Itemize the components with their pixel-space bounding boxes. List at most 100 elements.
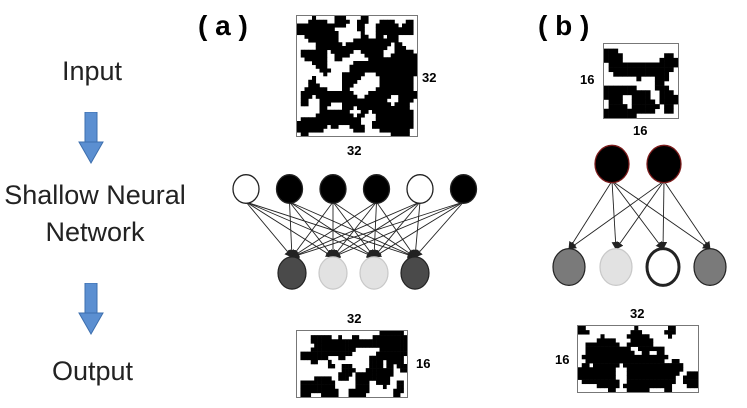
pattern-pixel bbox=[321, 380, 325, 385]
pattern-pixel bbox=[613, 62, 619, 68]
pattern-pixel bbox=[338, 117, 343, 122]
pattern-pixel bbox=[398, 76, 403, 81]
pattern-pixel bbox=[303, 392, 308, 397]
pattern-pixel bbox=[341, 355, 346, 361]
pattern-pixel bbox=[372, 68, 377, 73]
pattern-pixel bbox=[405, 76, 410, 81]
pattern-pixel bbox=[338, 42, 343, 47]
pattern-pixel bbox=[368, 106, 373, 111]
pattern-pixel bbox=[396, 331, 401, 336]
pattern-pixel bbox=[593, 350, 598, 356]
pattern-pixel bbox=[402, 49, 407, 54]
pattern-pixel bbox=[645, 71, 651, 77]
pattern-pixel bbox=[342, 109, 347, 114]
pattern-pixel bbox=[379, 19, 384, 24]
pattern-pixel bbox=[389, 339, 394, 344]
pattern-pixel bbox=[600, 359, 605, 364]
pattern-pixel bbox=[656, 354, 661, 360]
pattern-pixel bbox=[348, 388, 353, 394]
pattern-pixel bbox=[641, 367, 646, 372]
pattern-pixel bbox=[617, 85, 623, 91]
pattern-pixel bbox=[611, 354, 616, 360]
pattern-pixel bbox=[631, 85, 637, 91]
pattern-pixel bbox=[413, 53, 417, 58]
pattern-pixel bbox=[321, 376, 325, 381]
pattern-pixel bbox=[611, 350, 616, 356]
pattern-pixel bbox=[673, 62, 678, 68]
pattern-pixel bbox=[627, 113, 633, 118]
pattern-pixel bbox=[649, 338, 654, 343]
pattern-pixel bbox=[660, 346, 665, 352]
pattern-pixel bbox=[352, 343, 356, 348]
pattern-pixel bbox=[649, 379, 654, 385]
pattern-pixel bbox=[686, 383, 691, 389]
pattern-pixel bbox=[383, 19, 388, 24]
pattern-pixel bbox=[400, 355, 404, 361]
pattern-pixel bbox=[345, 53, 350, 58]
pattern-pixel bbox=[383, 23, 388, 28]
pattern-pixel bbox=[634, 338, 639, 343]
pattern-pixel bbox=[593, 346, 598, 352]
pattern-pixel bbox=[319, 68, 324, 73]
pattern-pixel bbox=[589, 379, 594, 385]
pattern-pixel bbox=[357, 124, 362, 129]
pattern-pixel bbox=[608, 363, 613, 368]
pattern-pixel bbox=[386, 380, 391, 385]
pattern-pixel bbox=[626, 387, 631, 392]
pattern-pixel bbox=[375, 46, 380, 51]
pattern-pixel bbox=[613, 108, 619, 114]
pattern-pixel bbox=[360, 68, 365, 73]
pattern-pixel bbox=[379, 53, 384, 58]
pattern-pixel bbox=[375, 121, 380, 126]
pattern-pixel bbox=[402, 124, 407, 129]
pattern-pixel bbox=[330, 34, 335, 39]
pattern-pixel bbox=[623, 359, 628, 364]
pattern-pixel bbox=[300, 355, 305, 361]
pattern-pixel bbox=[626, 346, 631, 352]
pattern-pixel bbox=[352, 347, 356, 352]
pattern-pixel bbox=[387, 117, 392, 122]
pattern-pixel bbox=[355, 380, 360, 385]
pattern-pixel bbox=[323, 46, 328, 51]
pattern-pixel bbox=[362, 388, 367, 394]
pattern-pixel bbox=[345, 364, 349, 369]
pattern-pixel bbox=[364, 49, 369, 54]
pattern-pixel bbox=[342, 87, 347, 92]
pattern-pixel bbox=[334, 124, 339, 129]
pattern-pixel bbox=[596, 354, 601, 360]
pattern-pixel bbox=[636, 67, 642, 73]
pattern-pixel bbox=[660, 379, 665, 385]
pattern-pixel bbox=[593, 359, 598, 364]
pattern-pixel bbox=[355, 388, 360, 394]
pattern-pixel bbox=[357, 61, 362, 66]
pattern-pixel bbox=[345, 42, 350, 47]
pattern-pixel bbox=[303, 355, 308, 361]
pattern-pixel bbox=[312, 27, 317, 32]
pattern-pixel bbox=[409, 19, 414, 24]
network-stage-label-line2: Network bbox=[45, 217, 145, 247]
pattern-pixel bbox=[330, 49, 335, 54]
pattern-pixel bbox=[390, 27, 395, 32]
pattern-pixel bbox=[671, 371, 676, 376]
pattern-pixel bbox=[638, 379, 643, 385]
pattern-pixel bbox=[368, 91, 373, 96]
pattern-pixel bbox=[338, 94, 343, 99]
pattern-pixel bbox=[330, 31, 335, 36]
pattern-pixel bbox=[338, 19, 343, 24]
pattern-pixel bbox=[348, 351, 353, 357]
pattern-pixel bbox=[334, 46, 339, 51]
panel-b-input-width: 16 bbox=[633, 123, 648, 138]
pattern-pixel bbox=[615, 379, 620, 385]
pattern-pixel bbox=[641, 104, 646, 110]
pattern-pixel bbox=[398, 117, 403, 122]
pattern-pixel bbox=[383, 98, 388, 103]
pattern-pixel bbox=[324, 351, 329, 357]
pattern-pixel bbox=[387, 42, 392, 47]
pattern-pixel bbox=[338, 53, 343, 58]
pattern-pixel bbox=[319, 102, 324, 107]
pattern-pixel bbox=[345, 347, 349, 352]
pattern-pixel bbox=[402, 31, 407, 36]
pattern-pixel bbox=[334, 117, 339, 122]
pattern-pixel bbox=[617, 90, 623, 96]
pattern-pixel bbox=[323, 87, 328, 92]
